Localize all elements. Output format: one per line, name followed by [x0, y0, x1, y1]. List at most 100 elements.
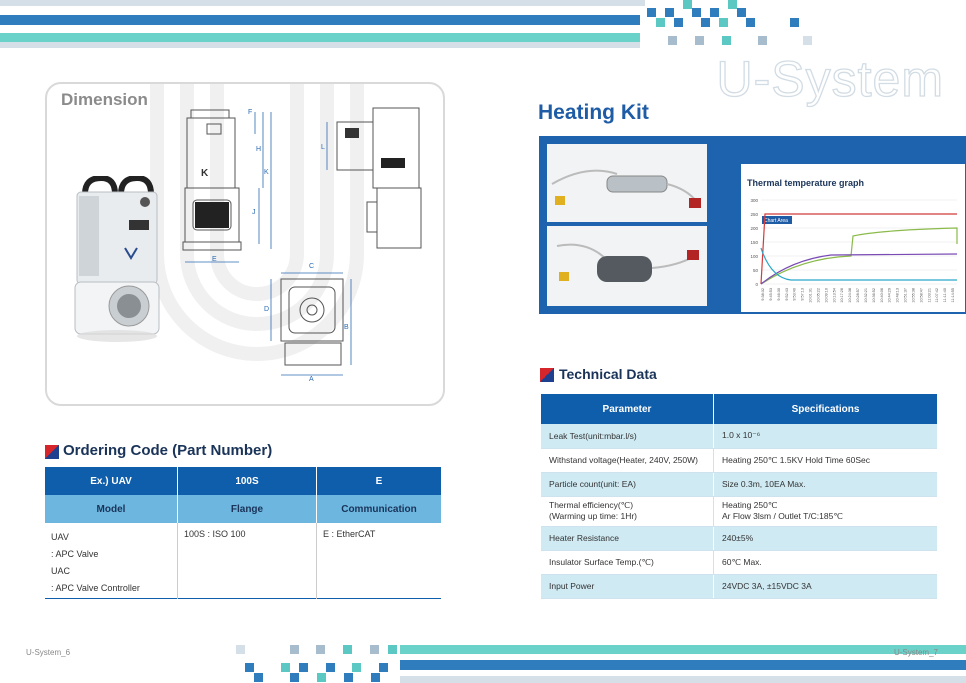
chart-series-line: [760, 253, 958, 285]
chart-x-tick: 10:40:06: [880, 288, 884, 303]
chart-x-tick: 10:28:57: [856, 288, 860, 303]
ordering-header-ex: Ex.) UAV: [45, 467, 178, 495]
chart-x-tick: 10:01:31: [809, 288, 813, 303]
chart-y-tick: 300: [750, 198, 758, 203]
footer-page-left: U-System_6: [26, 648, 71, 657]
technical-data-square-icon: [540, 368, 554, 382]
ordering-code-title: Ordering Code (Part Number): [63, 442, 273, 459]
chart-x-tick: 11:11:40: [943, 288, 947, 302]
tech-spec-cell: Heating 250℃ 1.5KV Hold Time 60Sec: [713, 448, 937, 473]
dim-label-c: C: [309, 263, 315, 270]
chart-x-tick: 9:46:30: [777, 288, 781, 301]
chart-x-tick: 10:55:38: [911, 288, 915, 303]
chart-x-tick: 10:58:47: [919, 288, 923, 303]
dimension-panel: Dimension K F H: [45, 82, 445, 406]
tech-spec-line: Heating 250℃: [722, 500, 778, 510]
chart-area-label-box: [762, 216, 792, 224]
tech-param-cell: Leak Test(unit:mbar.l/s): [541, 424, 714, 449]
tech-spec-cell: 1.0 x 10⁻⁶: [713, 424, 937, 449]
chart-y-tick: 0: [755, 282, 758, 287]
chart-x-tick: 11:03:21: [927, 288, 931, 303]
chart-series-line: [760, 247, 957, 281]
chart-x-tick: 10:32:21: [864, 288, 868, 303]
chart-x-tick: 9:52:43: [785, 288, 789, 301]
chart-x-tick: 9:38:32: [761, 288, 765, 301]
ordering-subheader-model: Model: [45, 495, 178, 523]
chart-x-tick: 10:17:26: [840, 288, 844, 303]
tech-spec-cell: 24VDC 3A, ±15VDC 3A: [713, 574, 937, 599]
footer-page-right: U-System_7: [893, 648, 938, 657]
chart-x-tick: 10:48:13: [896, 288, 900, 303]
tech-param-cell: Thermal efficiency(℃) (Warming up time: …: [541, 496, 714, 527]
chart-x-tick: 9:53:40: [793, 288, 797, 301]
dim-label-f: F: [248, 109, 253, 116]
chart-x-tick: 10:51:37: [904, 288, 908, 303]
tech-header-parameter: Parameter: [541, 394, 714, 424]
dim-label-a: A: [309, 376, 314, 383]
dim-label-j: J: [252, 209, 256, 216]
ordering-header-comm-code: E: [375, 475, 383, 487]
ordering-code-square-icon: [45, 445, 59, 459]
svg-text:K: K: [201, 168, 209, 179]
chart-series-line: [760, 213, 957, 285]
chart-x-tick: 11:14:55: [951, 288, 955, 303]
ordering-model-line: : APC Valve Controller: [51, 583, 140, 593]
tech-param-cell: Withstand voltage(Heater, 240V, 250W): [541, 448, 714, 473]
chart-x-tick: 9:45:53: [769, 288, 773, 301]
top-view-drawing: [270, 272, 352, 376]
chart-x-tick: 10:05:22: [816, 288, 820, 303]
thermal-graph-title: Thermal temperature graph: [747, 178, 865, 188]
ordering-subheader-communication: Communication: [341, 503, 417, 515]
chart-area-label: Chart Area: [764, 218, 788, 224]
dim-label-k: K: [264, 169, 269, 176]
ordering-code-table: Ex.) UAV 100S E Model Flange Communicati…: [45, 467, 441, 599]
chart-series-line: [760, 227, 958, 285]
heater-photo-cylinder: [547, 144, 707, 222]
ordering-comm-cell: E : EtherCAT: [323, 529, 376, 539]
tech-spec-cell: 240±5%: [713, 526, 937, 551]
tech-param-line: Thermal efficiency(℃): [549, 500, 634, 510]
chart-x-tick: 10:24:38: [848, 288, 852, 303]
tech-spec-line: Ar Flow 3lsm / Outlet T/C:185℃: [722, 511, 843, 521]
chart-x-tick: 10:09:10: [824, 288, 828, 303]
dim-label-b: B: [344, 324, 349, 331]
dim-label-l: L: [321, 144, 325, 151]
chart-x-tick: 10:36:52: [872, 288, 876, 303]
ordering-header-flange-code: 100S: [177, 467, 317, 495]
tech-param-cell: Particle count(unit: EA): [541, 472, 714, 497]
ordering-model-line: : APC Valve: [51, 549, 99, 559]
technical-data-title: Technical Data: [559, 366, 657, 382]
heating-kit-title: Heating Kit: [538, 101, 649, 124]
chart-y-tick: 50: [753, 268, 759, 273]
ordering-model-line: UAC: [51, 566, 71, 576]
dim-label-d: D: [264, 306, 270, 313]
chart-y-tick: 100: [750, 254, 758, 259]
ordering-model-line: UAV: [51, 532, 69, 542]
front-view-drawing: K: [182, 109, 272, 263]
chart-x-tick: 10:13:54: [832, 288, 836, 303]
apc-valve-photo: [74, 176, 160, 342]
chart-x-tick: 10:44:29: [888, 288, 892, 303]
tech-param-cell: Input Power: [541, 574, 714, 599]
tech-header-specifications: Specifications: [713, 394, 937, 424]
technical-data-table: Parameter Specifications Leak Test(unit:…: [541, 394, 937, 599]
ordering-subheader-flange: Flange: [177, 495, 317, 523]
dim-label-h: H: [256, 146, 262, 153]
chart-y-tick: 150: [750, 240, 758, 245]
tech-spec-cell: 60℃ Max.: [713, 550, 937, 575]
tech-param-line: (Warming up time: 1Hr): [549, 511, 638, 521]
side-view-drawing: [326, 107, 422, 249]
tech-spec-cell: Heating 250℃ Ar Flow 3lsm / Outlet T/C:1…: [713, 496, 937, 527]
ordering-model-cell: UAV : APC Valve UAC : APC Valve Controll…: [45, 523, 178, 598]
tech-param-cell: Insulator Surface Temp.(℃): [541, 550, 714, 575]
chart-y-tick: 250: [750, 212, 758, 217]
ordering-flange-cell: 100S : ISO 100: [177, 523, 317, 598]
tech-spec-cell: Size 0.3m, 10EA Max.: [713, 472, 937, 497]
heater-photo-jacket: [547, 226, 707, 306]
dim-label-e: E: [212, 256, 217, 263]
tech-param-cell: Heater Resistance: [541, 526, 714, 551]
dimension-background-u-shapes: [150, 84, 364, 361]
